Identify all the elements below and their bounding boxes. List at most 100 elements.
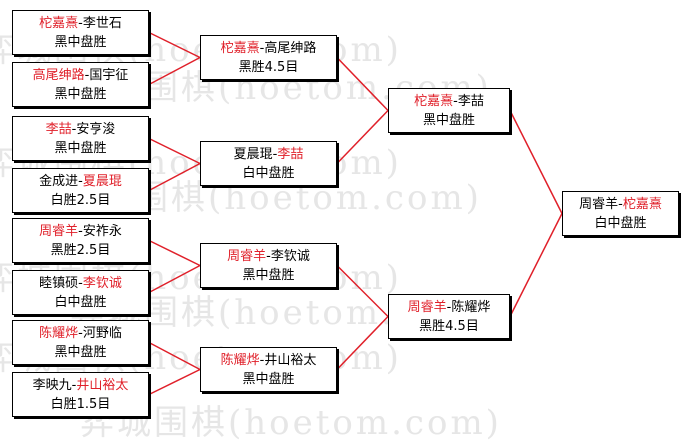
- bracket-connector: [509, 110, 563, 214]
- player-separator: -: [71, 378, 77, 393]
- match-result: 黑胜2.5目: [50, 243, 111, 258]
- match-players: 高尾绅路-国宇征: [13, 66, 148, 85]
- match-box: 睦镇硕-李钦诚白中盘胜: [12, 270, 149, 315]
- match-result: 黑胜4.5目: [238, 60, 299, 75]
- match-box: 柁嘉熹-李喆黑中盘胜: [388, 88, 510, 133]
- match-result: 黑中盘胜: [242, 372, 295, 387]
- match-result: 黑中盘胜: [54, 35, 107, 50]
- match-players: 柁嘉熹-李喆: [389, 92, 509, 111]
- match-result: 黑中盘胜: [54, 87, 107, 102]
- match-box: 周睿羊-李钦诚黑中盘胜: [200, 243, 337, 288]
- match-box: 金成进-夏晨琨白胜2.5目: [12, 168, 149, 213]
- bracket-connector-lines: [148, 31, 563, 396]
- player-black: 夏晨琨: [233, 147, 273, 162]
- player-white: 李喆: [457, 94, 484, 109]
- player-white: 安祚永: [82, 224, 122, 239]
- match-box: 陈耀烨-井山裕太黑中盘胜: [200, 347, 337, 392]
- match-players: 周睿羊-柁嘉熹: [563, 195, 678, 214]
- bracket-connector: [148, 341, 201, 371]
- match-players: 陈耀烨-河野临: [13, 324, 148, 343]
- match-players: 周睿羊-李钦诚: [201, 247, 336, 266]
- match-players: 陈耀烨-井山裕太: [201, 351, 336, 370]
- player-white: 井山裕太: [264, 353, 317, 368]
- player-separator: -: [78, 276, 83, 291]
- bracket-connector: [336, 264, 389, 318]
- match-result: 白中盘胜: [54, 295, 107, 310]
- player-separator: -: [78, 174, 83, 189]
- player-separator: -: [78, 326, 83, 341]
- match-box: 周睿羊-柁嘉熹白中盘胜: [562, 191, 679, 236]
- player-white: 高尾绅路: [264, 41, 317, 56]
- player-black: 高尾绅路: [32, 68, 85, 83]
- player-white: 柁嘉熹: [622, 197, 662, 212]
- player-separator: -: [453, 94, 458, 109]
- bracket-connector: [148, 264, 201, 294]
- player-separator: -: [78, 224, 83, 239]
- bracket-connector: [148, 162, 201, 192]
- bracket-connector: [336, 56, 389, 112]
- bracket-connector: [336, 315, 389, 371]
- match-result: 黑中盘胜: [54, 141, 107, 156]
- match-result: 白胜1.5目: [50, 397, 111, 412]
- match-result: 黑中盘胜: [242, 268, 295, 283]
- match-result: 黑中盘胜: [54, 345, 107, 360]
- player-black: 周睿羊: [39, 224, 79, 239]
- player-white: 国宇征: [89, 68, 129, 83]
- match-box: 李映九-井山裕太白胜1.5目: [12, 372, 149, 417]
- player-separator: -: [618, 197, 623, 212]
- match-players: 周睿羊-陈耀烨: [389, 298, 509, 317]
- player-white: 夏晨琨: [82, 174, 122, 189]
- match-players: 李喆-安亨浚: [13, 120, 148, 139]
- player-white: 李世石: [82, 16, 122, 31]
- player-separator: -: [78, 16, 83, 31]
- match-box: 李喆-安亨浚黑中盘胜: [12, 116, 149, 161]
- bracket-connector: [336, 109, 389, 165]
- player-separator: -: [272, 147, 278, 162]
- match-players: 李映九-井山裕太: [13, 376, 148, 395]
- bracket-connector: [148, 239, 201, 267]
- player-black: 周睿羊: [579, 197, 619, 212]
- match-box: 夏晨琨-李喆白中盘胜: [200, 141, 337, 186]
- bracket-connector: [148, 368, 201, 396]
- match-players: 周睿羊-安祚永: [13, 222, 148, 241]
- player-black: 柁嘉熹: [220, 41, 260, 56]
- player-black: 陈耀烨: [220, 353, 260, 368]
- player-black: 周睿羊: [227, 249, 267, 264]
- player-black: 睦镇硕: [39, 276, 79, 291]
- player-white: 李喆: [277, 147, 304, 162]
- match-box: 周睿羊-安祚永黑胜2.5目: [12, 218, 149, 263]
- match-result: 黑胜4.5目: [419, 319, 479, 334]
- match-result: 白中盘胜: [594, 216, 647, 231]
- player-black: 柁嘉熹: [39, 16, 79, 31]
- match-players: 夏晨琨-李喆: [201, 145, 336, 164]
- player-separator: -: [266, 249, 271, 264]
- player-black: 周睿羊: [407, 300, 447, 315]
- player-separator: -: [259, 41, 265, 56]
- match-players: 柁嘉熹-李世石: [13, 14, 148, 33]
- match-box: 柁嘉熹-高尾绅路黑胜4.5目: [200, 35, 337, 80]
- match-result: 黑中盘胜: [422, 113, 475, 128]
- player-separator: -: [259, 353, 265, 368]
- match-players: 金成进-夏晨琨: [13, 172, 148, 191]
- match-box: 柁嘉熹-李世石黑中盘胜: [12, 10, 149, 55]
- match-box: 陈耀烨-河野临黑中盘胜: [12, 320, 149, 365]
- player-white: 井山裕太: [76, 378, 129, 393]
- player-black: 金成进: [39, 174, 79, 189]
- player-white: 河野临: [82, 326, 122, 341]
- player-separator: -: [71, 122, 77, 137]
- player-white: 陈耀烨: [451, 300, 491, 315]
- match-result: 白中盘胜: [242, 166, 295, 181]
- bracket-connector: [148, 137, 201, 165]
- match-box: 周睿羊-陈耀烨黑胜4.5目: [388, 294, 510, 339]
- player-black: 陈耀烨: [39, 326, 79, 341]
- match-result: 白胜2.5目: [50, 193, 111, 208]
- player-separator: -: [446, 300, 452, 315]
- player-white: 李钦诚: [82, 276, 122, 291]
- player-white: 李钦诚: [270, 249, 310, 264]
- match-players: 柁嘉熹-高尾绅路: [201, 39, 336, 58]
- bracket-connector: [509, 213, 563, 317]
- bracket-connector: [148, 56, 201, 86]
- player-black: 李喆: [45, 122, 72, 137]
- player-separator: -: [84, 68, 90, 83]
- match-box: 高尾绅路-国宇征黑中盘胜: [12, 62, 149, 107]
